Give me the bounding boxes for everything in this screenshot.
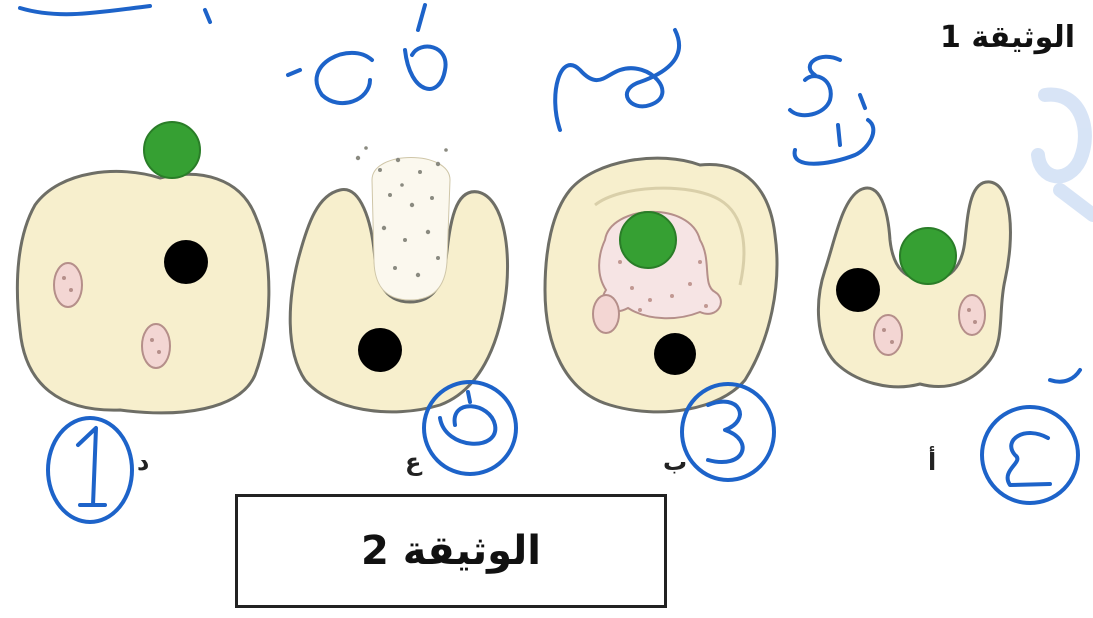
handwritten-number-2: [982, 407, 1078, 503]
stage-b-lysosome: [593, 295, 619, 333]
watermark: [1038, 95, 1093, 215]
stage-d-cell-group: [17, 122, 269, 413]
stage-a-particle: [900, 228, 956, 284]
scribble-top-left-mark: [205, 10, 210, 22]
stage-letter-d: د: [137, 448, 149, 476]
caption-box: الوثيقة 2: [235, 494, 667, 608]
stage-letter-e: ع: [405, 448, 421, 476]
stage-d-particle: [144, 122, 200, 178]
stage-d-lysosome-1: [54, 263, 82, 307]
stage-a-lysosome-1: [874, 315, 902, 355]
stage-e-cell-group: [290, 146, 507, 412]
handwriting-stage-e: [288, 5, 446, 103]
handwritten-number-5: [424, 382, 516, 474]
handwriting-stage-b: [555, 30, 679, 130]
stage-b-nucleus: [654, 333, 696, 375]
stage-d-nucleus: [164, 240, 208, 284]
stage-a-nucleus: [836, 268, 880, 312]
scribble-top-left: [20, 6, 150, 14]
margin-mark-right: [1050, 370, 1080, 382]
stage-e-nucleus: [358, 328, 402, 372]
stage-b-cell-group: [545, 158, 777, 412]
handwritten-number-3: [682, 384, 774, 480]
caption-text: الوثيقة 2: [361, 528, 541, 574]
stage-d-lysosome-2: [142, 324, 170, 368]
stage-a-lysosome-2: [959, 295, 985, 335]
handwriting-stage-a: [790, 57, 873, 164]
stage-a-cell-group: [818, 182, 1010, 387]
handwritten-number-1: [48, 418, 132, 522]
document-title: الوثيقة 1: [940, 20, 1075, 55]
stage-b-particle: [620, 212, 676, 268]
stage-letter-b: ب: [663, 448, 687, 476]
stage-letter-a: أ: [928, 448, 936, 476]
